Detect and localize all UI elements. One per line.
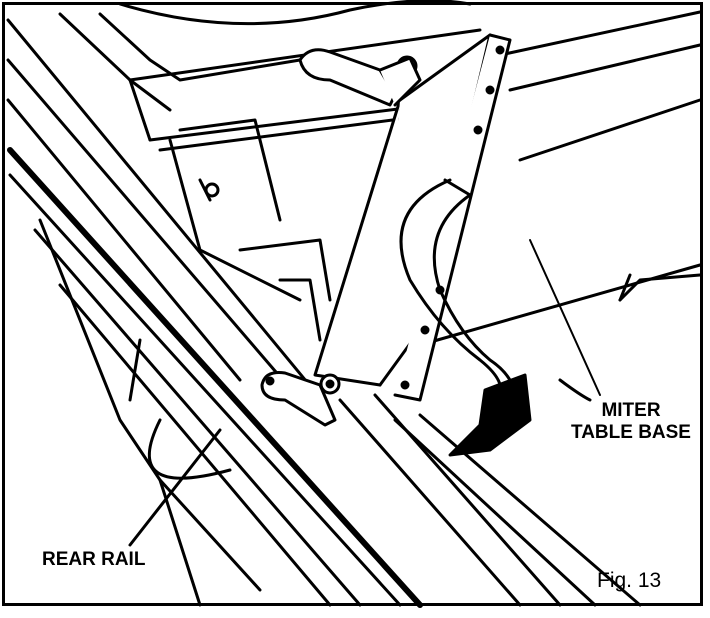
- top-clamp: [298, 48, 422, 107]
- figure-frame: [2, 2, 703, 606]
- table-top: [58, 10, 702, 162]
- miter-leader: [558, 378, 592, 402]
- miter-label-line1: MITER: [601, 400, 661, 421]
- saw-housing-arc: [118, 0, 472, 26]
- fence-plate: [313, 33, 512, 402]
- miter-table-base: [418, 239, 702, 396]
- rear-rail-leader: [128, 428, 222, 547]
- rear-rail: [6, 18, 423, 608]
- bottom-clamp: [260, 371, 341, 427]
- rear-rail-label: REAR RAIL: [42, 549, 146, 570]
- rotation-arrow: [399, 178, 532, 457]
- miter-table-base-label: MITER TABLE BASE: [556, 400, 706, 444]
- miter-label-line2: TABLE BASE: [571, 421, 691, 443]
- saw-body-block: [168, 118, 332, 342]
- figure-caption: Fig. 13: [597, 569, 662, 592]
